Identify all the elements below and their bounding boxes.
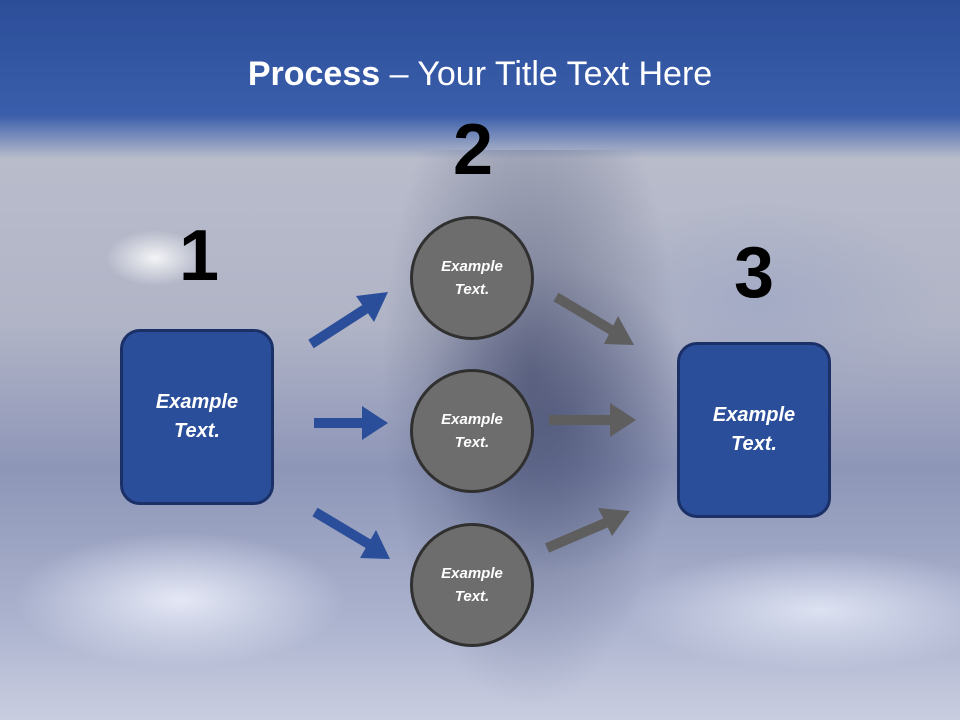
circle-top-line2: Text. (454, 281, 490, 298)
step-number-3: 3 (733, 233, 775, 313)
arrow-gray-up (545, 508, 630, 553)
left-process-box: Example Text. (120, 329, 274, 505)
arrow-blue-down (312, 507, 390, 559)
circle-middle-line1: Example (441, 411, 503, 428)
circle-top-line1: Example (441, 258, 503, 275)
arrow-gray-down (553, 292, 634, 345)
circle-middle-line2: Text. (454, 434, 490, 451)
step-number-1: 1 (178, 216, 220, 296)
slide-title: Process – Your Title Text Here (0, 52, 960, 96)
title-rest-part: – Your Title Text Here (380, 55, 713, 93)
right-box-line2: Text. (731, 433, 777, 455)
circle-middle: Example Text. (410, 369, 534, 493)
arrow-gray-middle (549, 403, 636, 437)
left-box-line1: Example (155, 391, 239, 413)
title-bold-part: Process (247, 55, 381, 93)
circle-bottom: Example Text. (410, 523, 534, 647)
right-process-box: Example Text. (677, 342, 831, 518)
circle-bottom-line1: Example (441, 565, 503, 582)
right-box-line1: Example (712, 404, 796, 426)
step-number-2: 2 (452, 110, 494, 190)
circle-top: Example Text. (410, 216, 534, 340)
left-box-line2: Text. (174, 420, 220, 442)
circle-bottom-line2: Text. (454, 588, 490, 605)
arrow-blue-up (308, 292, 388, 349)
arrow-blue-middle (314, 406, 388, 440)
